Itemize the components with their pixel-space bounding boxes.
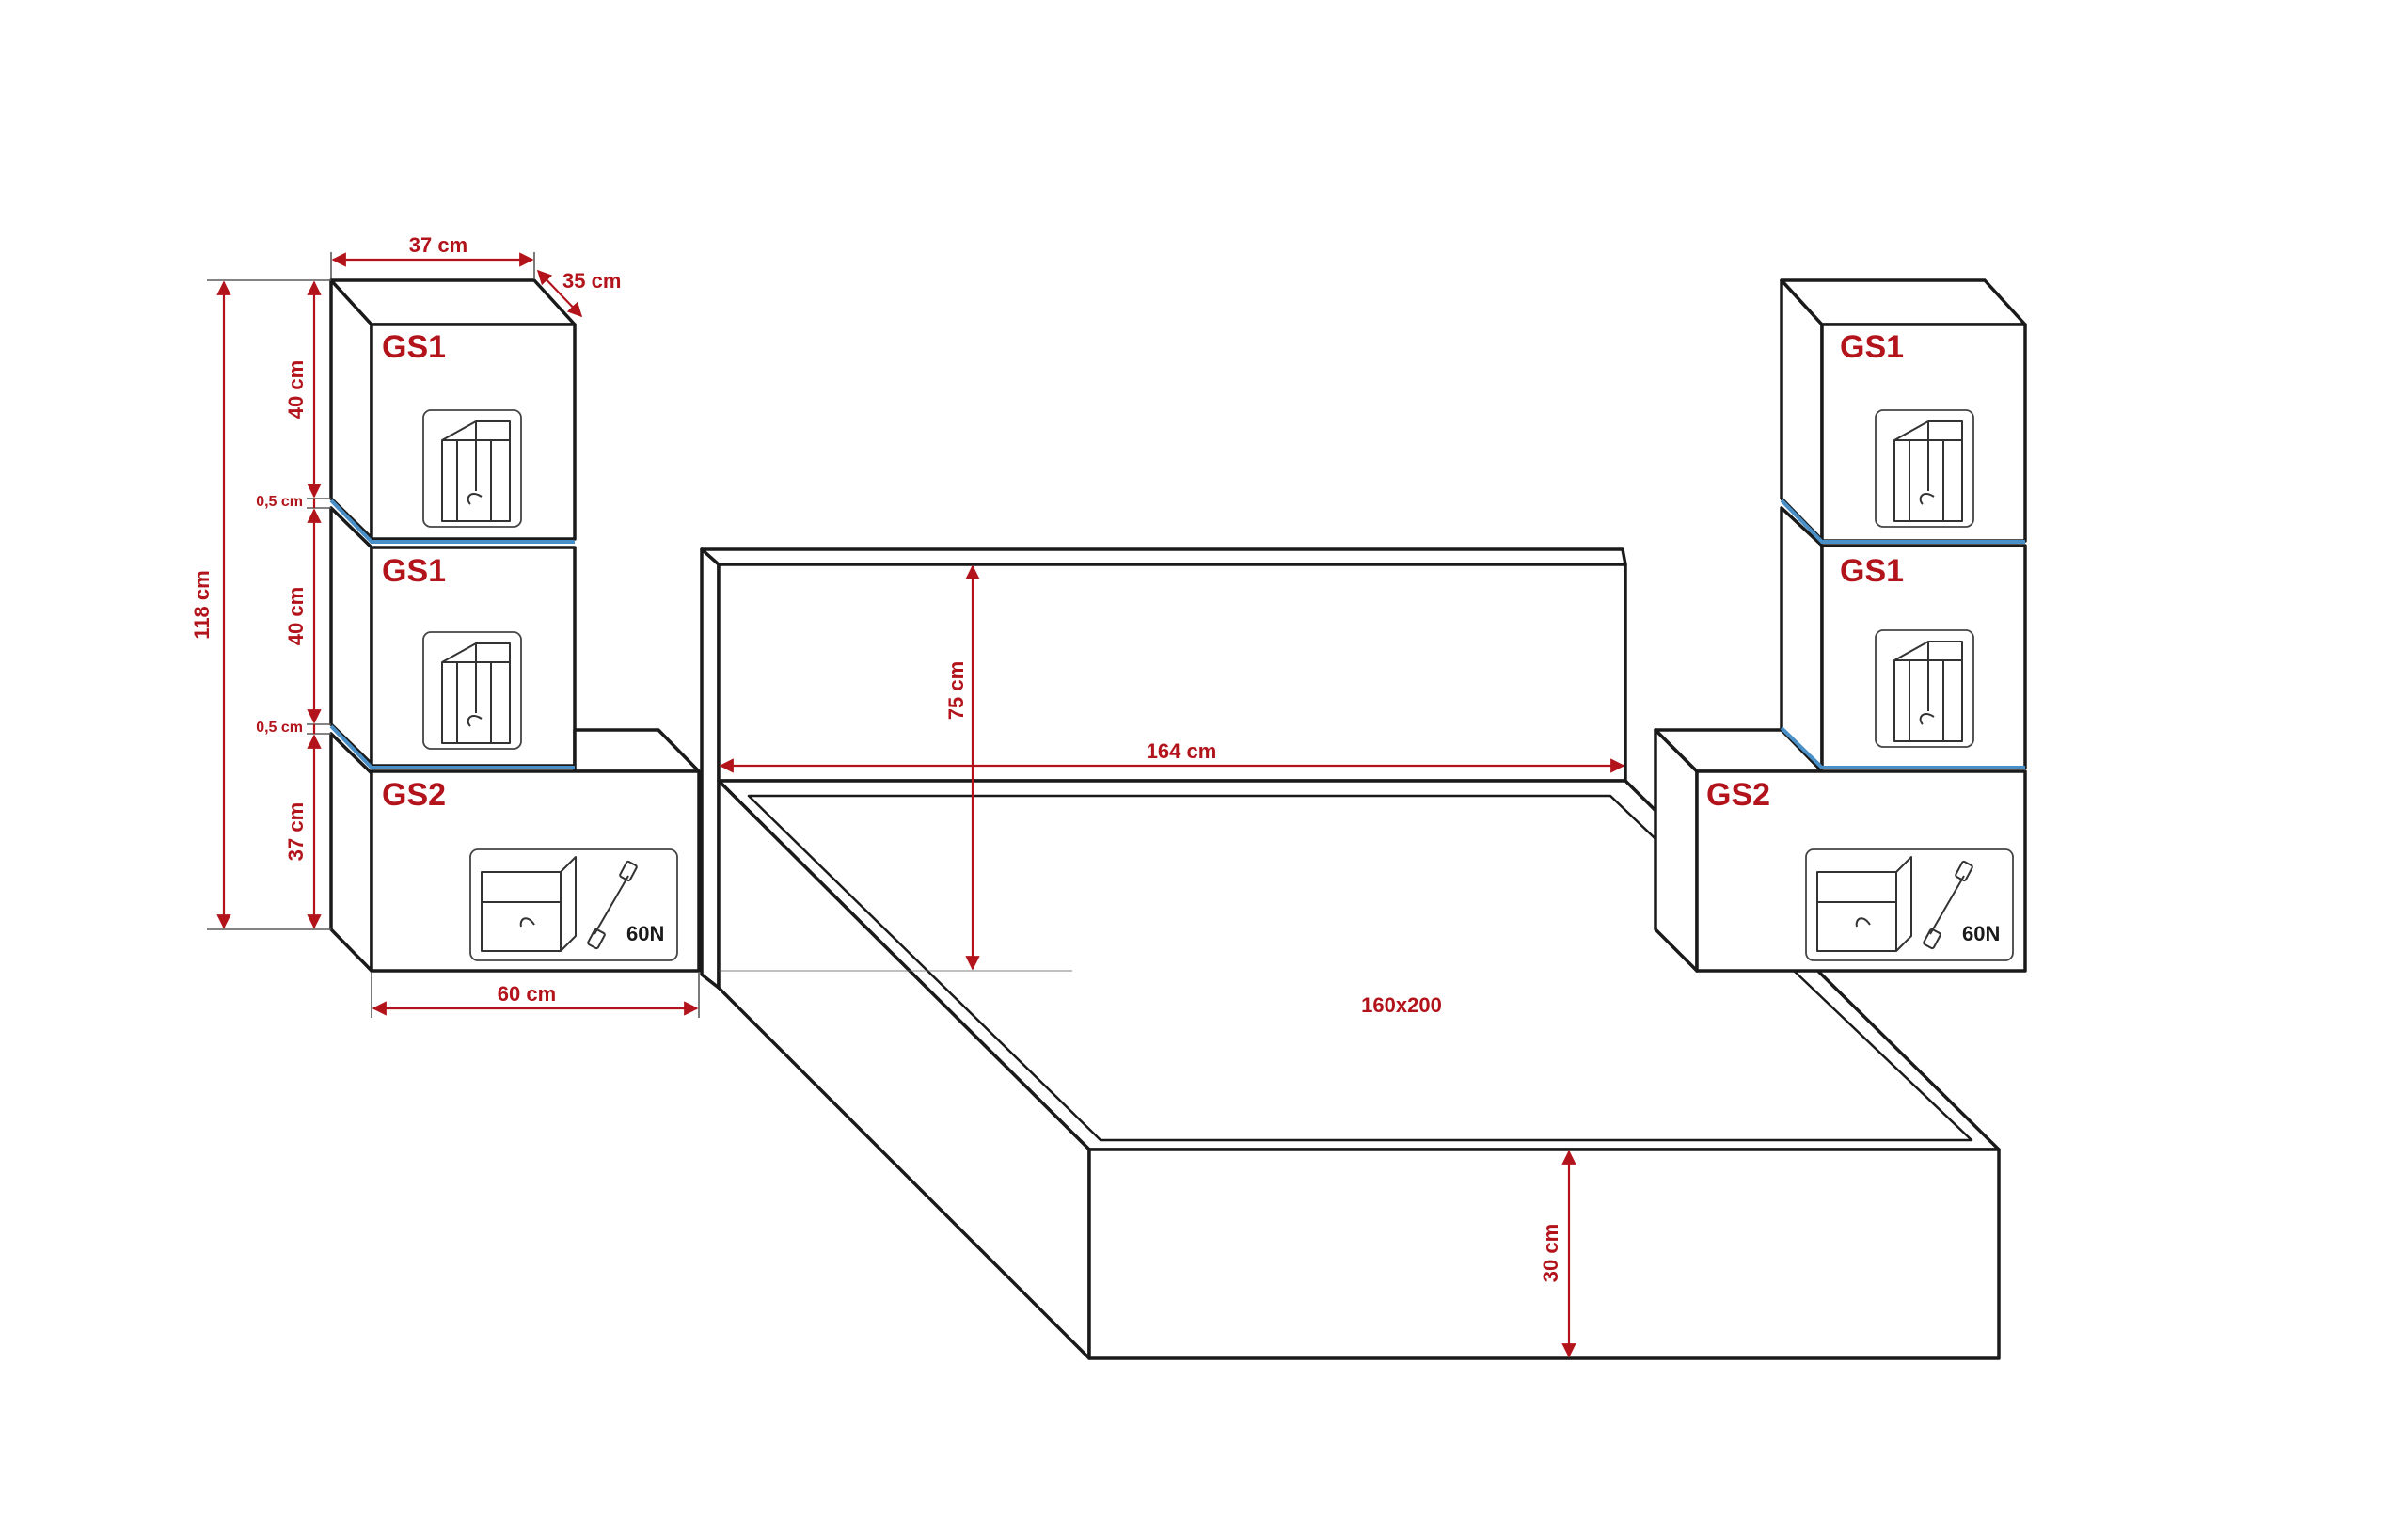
left-drawer-label: GS2 bbox=[382, 777, 446, 813]
left-total-height-label: 118 cm bbox=[190, 570, 214, 639]
left-drawer-top bbox=[573, 728, 701, 773]
headboard-height-label: 75 cm bbox=[944, 661, 968, 720]
right-top-door-icon bbox=[1875, 409, 1974, 528]
right-module: GS1 GS1 GS2 60N bbox=[1654, 278, 2027, 973]
left-depth-dimension-line bbox=[536, 269, 583, 318]
left-drawer-width-label: 60 cm bbox=[498, 982, 556, 1006]
right-mid-door-icon bbox=[1875, 629, 1974, 748]
right-mid-cabinet-label: GS1 bbox=[1840, 553, 1904, 589]
mattress-outline bbox=[747, 794, 1973, 1142]
bed-frame-front bbox=[1087, 1148, 2001, 1360]
right-mid-cabinet-side bbox=[1780, 506, 1824, 769]
right-drawer-force-label: 60N bbox=[1962, 922, 2000, 945]
left-top-cabinet-label: GS1 bbox=[382, 329, 446, 365]
left-top-cabinet-height-label: 40 cm bbox=[284, 360, 308, 419]
left-drawer-side bbox=[329, 732, 373, 973]
headboard-top bbox=[700, 547, 1627, 566]
left-led-strip-1 bbox=[329, 499, 575, 544]
left-width-label: 37 cm bbox=[409, 233, 467, 257]
left-module: GS1 GS1 GS2 60N bbox=[329, 278, 701, 973]
left-gap-1-label: 0,5 cm bbox=[256, 494, 303, 510]
right-drawer-label: GS2 bbox=[1706, 777, 1770, 813]
left-drawer-height-label: 37 cm bbox=[284, 802, 308, 861]
left-depth-label: 35 cm bbox=[562, 269, 621, 293]
bed-frame-height-label: 30 cm bbox=[1539, 1224, 1562, 1282]
right-led-strip-1 bbox=[1780, 499, 2025, 544]
left-module-dimensions: 37 cm 35 cm 118 cm 40 cm 0,5 cm 40 cm 0,… bbox=[190, 233, 700, 1018]
mattress-size-label: 160x200 bbox=[1361, 993, 1442, 1017]
left-mid-cabinet-height-label: 40 cm bbox=[284, 587, 308, 645]
right-top-cabinet-label: GS1 bbox=[1840, 329, 1904, 365]
left-gap-2-label: 0,5 cm bbox=[256, 720, 303, 736]
left-led-strip-2 bbox=[329, 724, 575, 769]
left-drawer-force-label: 60N bbox=[626, 922, 664, 945]
headboard-side bbox=[700, 547, 721, 990]
right-led-strip-2 bbox=[1780, 726, 2025, 769]
bed-width-label: 164 cm bbox=[1147, 739, 1217, 763]
left-mid-cabinet-label: GS1 bbox=[382, 553, 446, 589]
left-top-cabinet-top bbox=[329, 278, 577, 326]
headboard-front bbox=[717, 563, 1627, 783]
right-top-cabinet-top bbox=[1780, 278, 2027, 326]
left-mid-cabinet-side bbox=[329, 506, 373, 766]
left-top-door-icon bbox=[422, 409, 522, 528]
left-mid-door-icon bbox=[422, 631, 522, 750]
